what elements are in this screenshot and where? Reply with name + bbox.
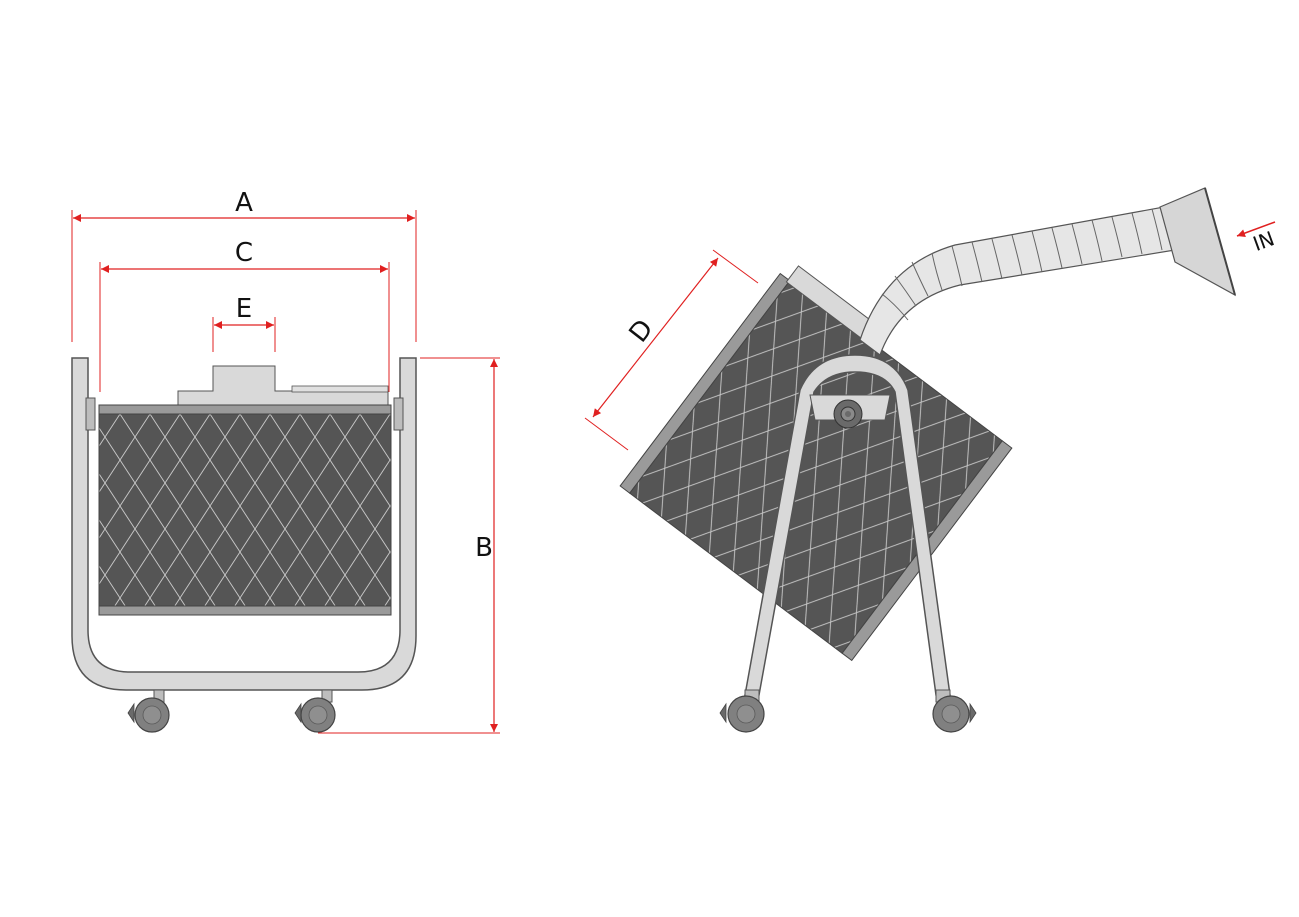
extension-lines-front [71, 210, 500, 734]
filter-cap-bottom [98, 605, 392, 616]
side-view: D [584, 187, 1278, 733]
dimension-line-d [592, 257, 719, 418]
caster-side-right [932, 689, 977, 733]
inlet-arrow [1236, 221, 1276, 237]
caster-right [294, 689, 336, 733]
front-view: A C E B [71, 188, 500, 734]
outlet-collar [177, 365, 389, 406]
extension-lines-side [584, 249, 759, 451]
hood-nozzle [1159, 187, 1236, 297]
side-bracket-right [393, 397, 404, 431]
filter-body [98, 413, 392, 608]
filter-cap-top [98, 404, 392, 415]
caster-side-left [719, 689, 765, 733]
label-d: D [624, 314, 660, 348]
flex-hose [859, 187, 1236, 356]
label-e: E [236, 294, 252, 324]
label-b: B [475, 533, 493, 563]
label-c: C [235, 238, 253, 268]
tilted-filter [619, 265, 1013, 662]
knob-icon [833, 399, 863, 429]
label-in: IN [1250, 226, 1278, 256]
cart-frame [71, 357, 417, 691]
side-bracket-left [85, 397, 96, 431]
top-plate [291, 385, 389, 393]
caster-left [127, 689, 170, 733]
label-a: A [235, 188, 253, 218]
